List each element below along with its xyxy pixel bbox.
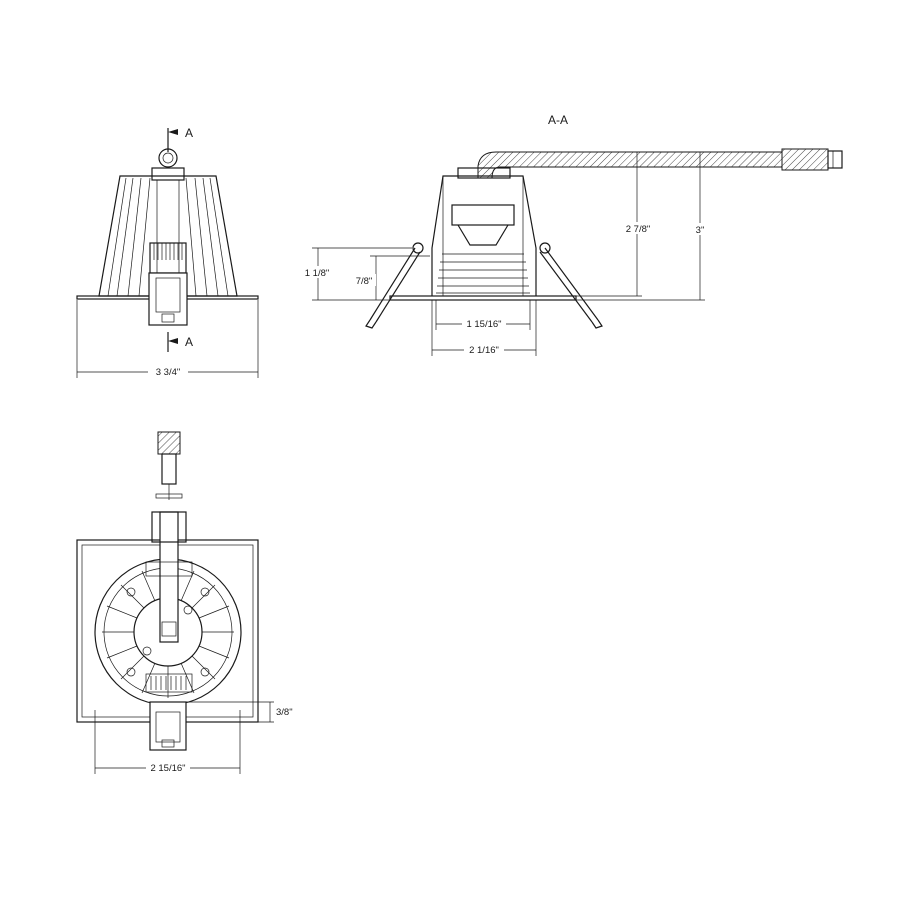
section-title: A-A [548,113,568,127]
dim-section-total-2: 2 7/8" [626,224,651,235]
section-mark-top: A [185,126,193,140]
section-view: A-A [300,113,843,356]
dim-aperture-inner: 1 15/16" [466,319,501,330]
dim-section-total-3: 3" [696,225,705,236]
dim-plan-width: 2 15/16" [150,763,185,774]
plan-view: 3/8" 2 15/16" [76,431,293,774]
dim-section-height-inner: 7/8" [356,276,373,287]
dim-section-height-outer: 1 1/8" [305,268,330,279]
dim-plan-offset: 3/8" [276,707,293,718]
front-elevation-view: A A 3 3/4" [76,126,259,378]
dim-front-width: 3 3/4" [156,367,181,378]
section-mark-bottom: A [185,335,193,349]
dim-aperture-outer: 2 1/16" [469,345,499,356]
